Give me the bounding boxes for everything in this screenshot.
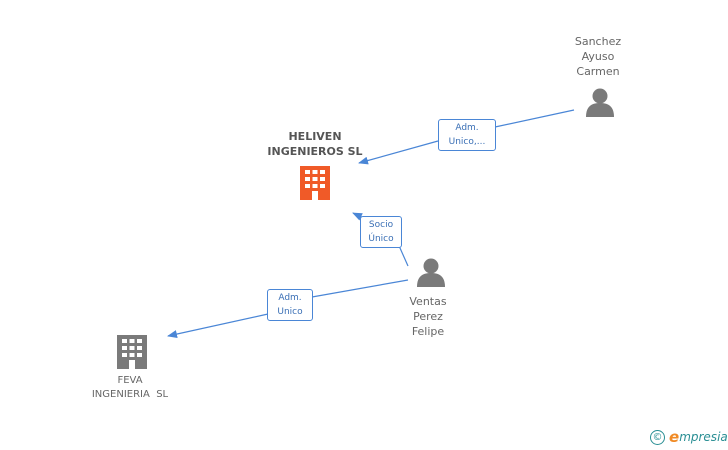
- edge-role-line: Adm.: [278, 293, 302, 303]
- edge-label-ventas-heliven[interactable]: Socio Único: [360, 216, 402, 248]
- building-icon[interactable]: [117, 335, 147, 369]
- company-name-line: FEVA: [117, 375, 143, 386]
- edge-label-ventas-feva[interactable]: Adm. Unico: [267, 289, 313, 321]
- edge-label-sanchez-heliven[interactable]: Adm. Unico,...: [438, 119, 496, 151]
- edge-role-line: Adm.: [455, 123, 479, 133]
- person-name-line: Sanchez: [574, 35, 622, 48]
- company-name-line: INGENIERIA SL: [91, 389, 169, 400]
- company-label-heliven[interactable]: HELIVEN INGENIEROS SL: [250, 129, 380, 159]
- edge-role-line: Unico: [277, 307, 303, 317]
- copyright-icon: ©: [650, 429, 665, 445]
- company-label-feva[interactable]: FEVA INGENIERIA SL: [70, 374, 190, 402]
- edge-role-line: Socio: [368, 220, 394, 230]
- person-label-ventas[interactable]: Ventas Perez Felipe: [388, 294, 468, 339]
- company-name-line: HELIVEN: [288, 130, 342, 143]
- building-icon[interactable]: [300, 166, 330, 200]
- company-name-line: INGENIEROS SL: [267, 145, 363, 158]
- person-name-line: Felipe: [411, 325, 445, 338]
- edge-role-line: Único: [368, 234, 394, 244]
- brand-logo: ©empresia: [650, 428, 728, 446]
- person-name-line: Ayuso: [581, 50, 615, 63]
- person-name-line: Carmen: [576, 65, 620, 78]
- edge-sanchez-heliven: [359, 109, 575, 163]
- brand-name: mpresia: [679, 430, 728, 444]
- person-icon[interactable]: [586, 88, 614, 118]
- edge-ventas-feva: [168, 279, 409, 336]
- person-name-line: Ventas: [409, 295, 447, 308]
- person-name-line: Perez: [413, 310, 443, 323]
- edge-role-line: Unico,...: [448, 137, 486, 147]
- person-label-sanchez[interactable]: Sanchez Ayuso Carmen: [558, 34, 638, 79]
- brand-first-letter: e: [669, 428, 680, 446]
- person-icon[interactable]: [417, 258, 445, 288]
